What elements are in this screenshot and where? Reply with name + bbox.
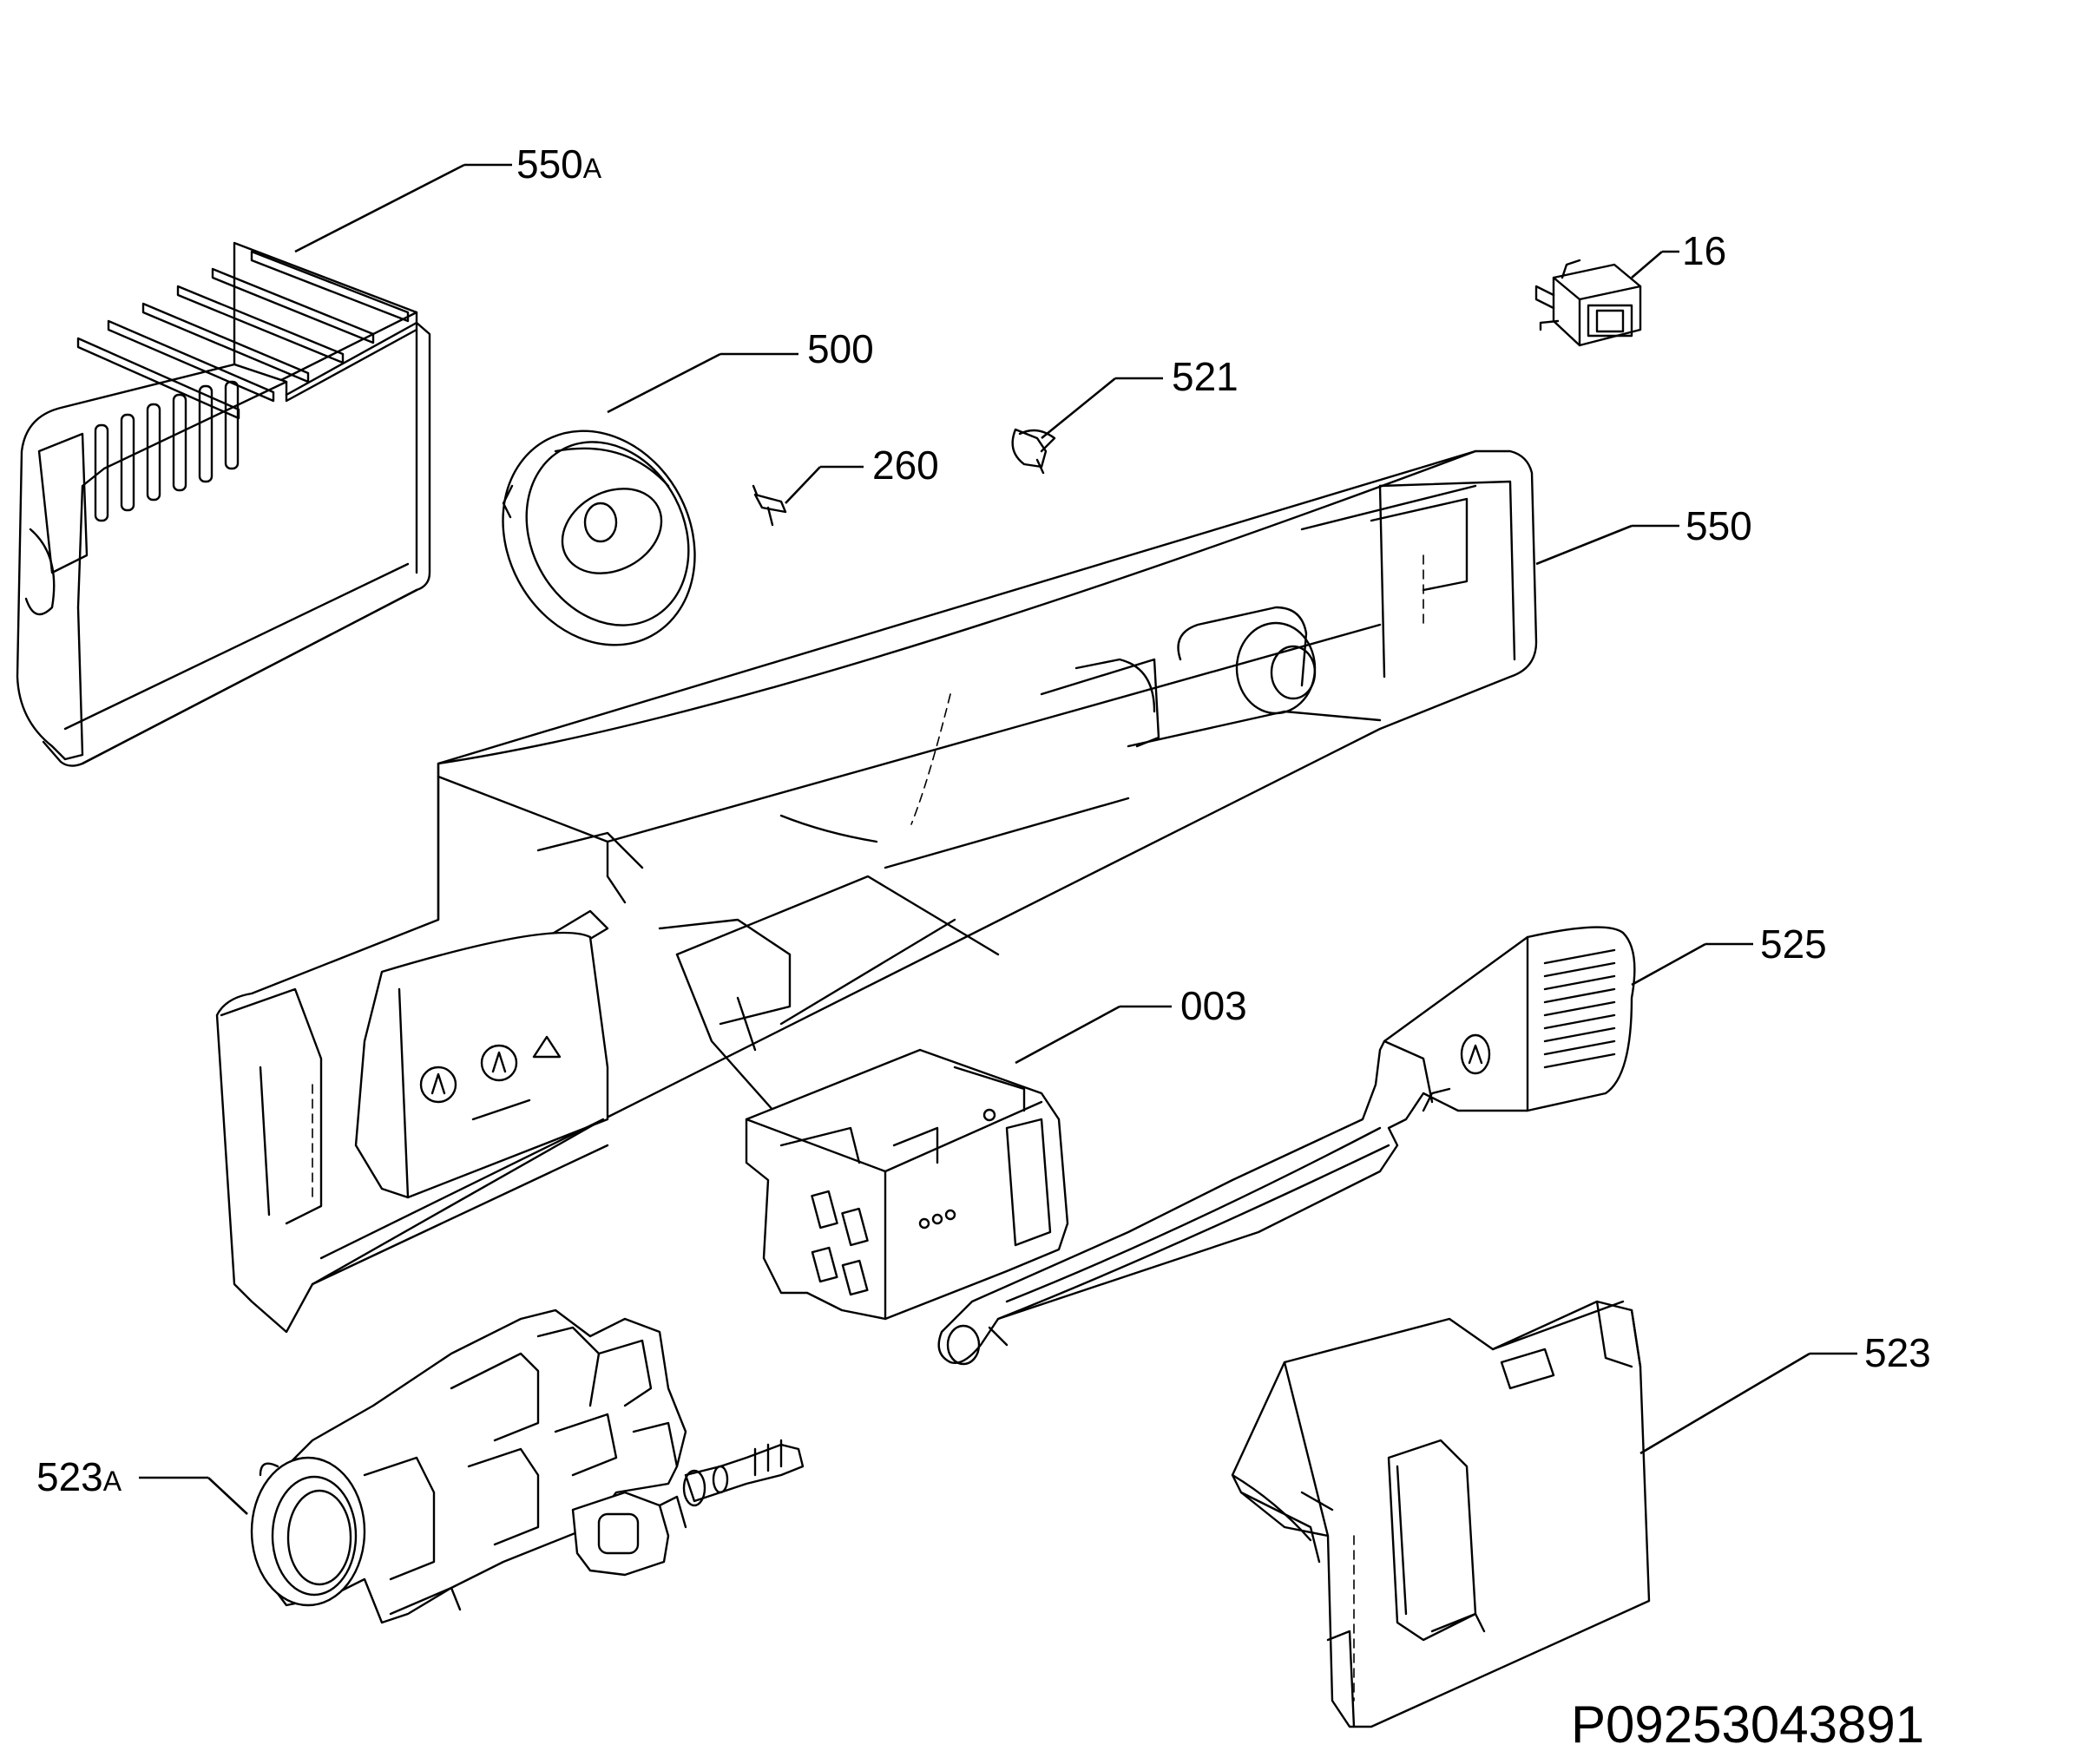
part-523a-lamp-assembly [250, 1308, 805, 1624]
callout-550a-number: 550 [516, 141, 583, 187]
callout-labels: 550A 500 16 521 260 550 525 003 523 523A [36, 141, 1931, 1499]
callout-521: 521 [1172, 354, 1239, 399]
callout-523: 523 [1864, 1330, 1931, 1375]
part-521-clip [1011, 428, 1056, 475]
part-16-connector [1534, 259, 1642, 347]
lamp-bulb-wires [682, 1439, 805, 1507]
part-523-bracket [1231, 1300, 1651, 1728]
lamp-socket-connector [571, 1491, 687, 1577]
part-525-lever-arm [937, 926, 1636, 1366]
part-550a-vent-cover [16, 241, 431, 767]
callout-550a-suffix: A [583, 153, 602, 184]
lever-vent-grille [1543, 948, 1616, 1069]
part-550-control-housing [215, 449, 1538, 1334]
callout-16: 16 [1682, 228, 1726, 273]
part-500-knob [502, 430, 696, 646]
document-number: P09253043891 [1571, 1695, 1924, 1754]
callout-550a: 550A [516, 141, 602, 187]
callout-003: 003 [1180, 983, 1247, 1028]
callout-523a: 523A [36, 1454, 122, 1499]
vent-slots-side [94, 380, 240, 522]
callout-260: 260 [872, 443, 939, 488]
callout-525: 525 [1760, 921, 1827, 967]
leader-lines [139, 163, 1857, 1515]
callout-500: 500 [807, 326, 874, 371]
part-003-thermostat [745, 1048, 1069, 1321]
callout-523a-suffix: A [103, 1466, 122, 1497]
callout-550: 550 [1685, 503, 1752, 548]
callout-523a-number: 523 [36, 1454, 103, 1499]
part-260-pin [752, 484, 787, 527]
